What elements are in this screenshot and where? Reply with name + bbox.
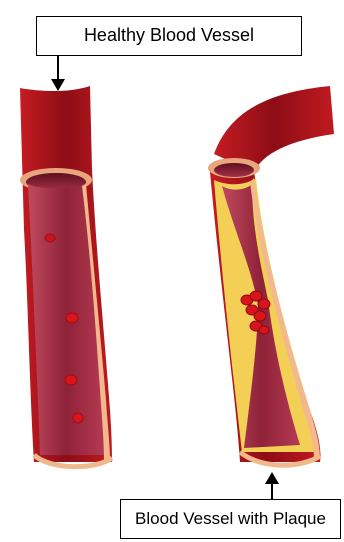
blood-cell [73,413,83,423]
blood-cell [65,375,77,385]
blood-cell [45,234,55,242]
bottom-arrow-head [265,472,279,484]
plaque-vessel [208,86,334,465]
healthy-vessel [20,86,112,467]
plaque-vessel-opening [214,163,254,177]
top-arrow-head [51,79,65,91]
blood-cell [66,313,78,323]
